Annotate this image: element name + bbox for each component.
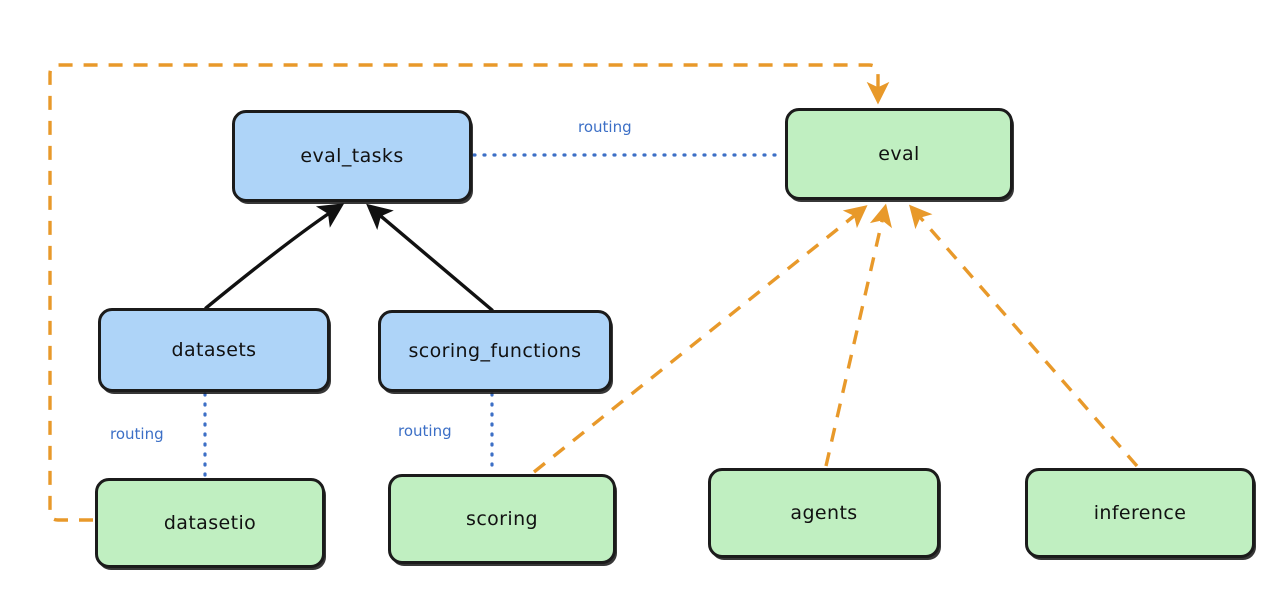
node-inference[interactable]: inference [1025,468,1255,558]
node-label-scoring: scoring [466,508,538,530]
node-datasetio[interactable]: datasetio [95,478,325,568]
node-scoring-functions[interactable]: scoring_functions [378,310,612,392]
node-label-eval-tasks: eval_tasks [300,145,404,167]
edge-label-routing-scoring-functions-scoring: routing [398,422,452,440]
node-datasets[interactable]: datasets [98,308,330,392]
edge-scoring-functions-to-eval-tasks [366,203,494,312]
node-eval[interactable]: eval [785,108,1013,200]
edge-agents-to-eval-dependency [824,203,893,467]
node-eval-tasks[interactable]: eval_tasks [232,110,472,202]
edge-datasets-to-eval-tasks [204,203,345,310]
node-agents[interactable]: agents [708,468,940,558]
node-label-scoring-functions: scoring_functions [408,340,582,362]
node-label-datasetio: datasetio [163,512,257,534]
node-label-agents: agents [790,502,858,524]
edge-label-routing-eval-tasks-eval: routing [578,118,632,136]
node-label-datasets: datasets [171,339,257,361]
edge-label-routing-datasets-datasetio: routing [110,425,164,443]
node-scoring[interactable]: scoring [388,474,616,564]
node-label-eval: eval [878,143,920,165]
edge-scoring-to-eval-dependency [532,205,868,474]
edge-inference-to-eval-dependency [909,204,1139,468]
node-label-inference: inference [1093,502,1187,524]
